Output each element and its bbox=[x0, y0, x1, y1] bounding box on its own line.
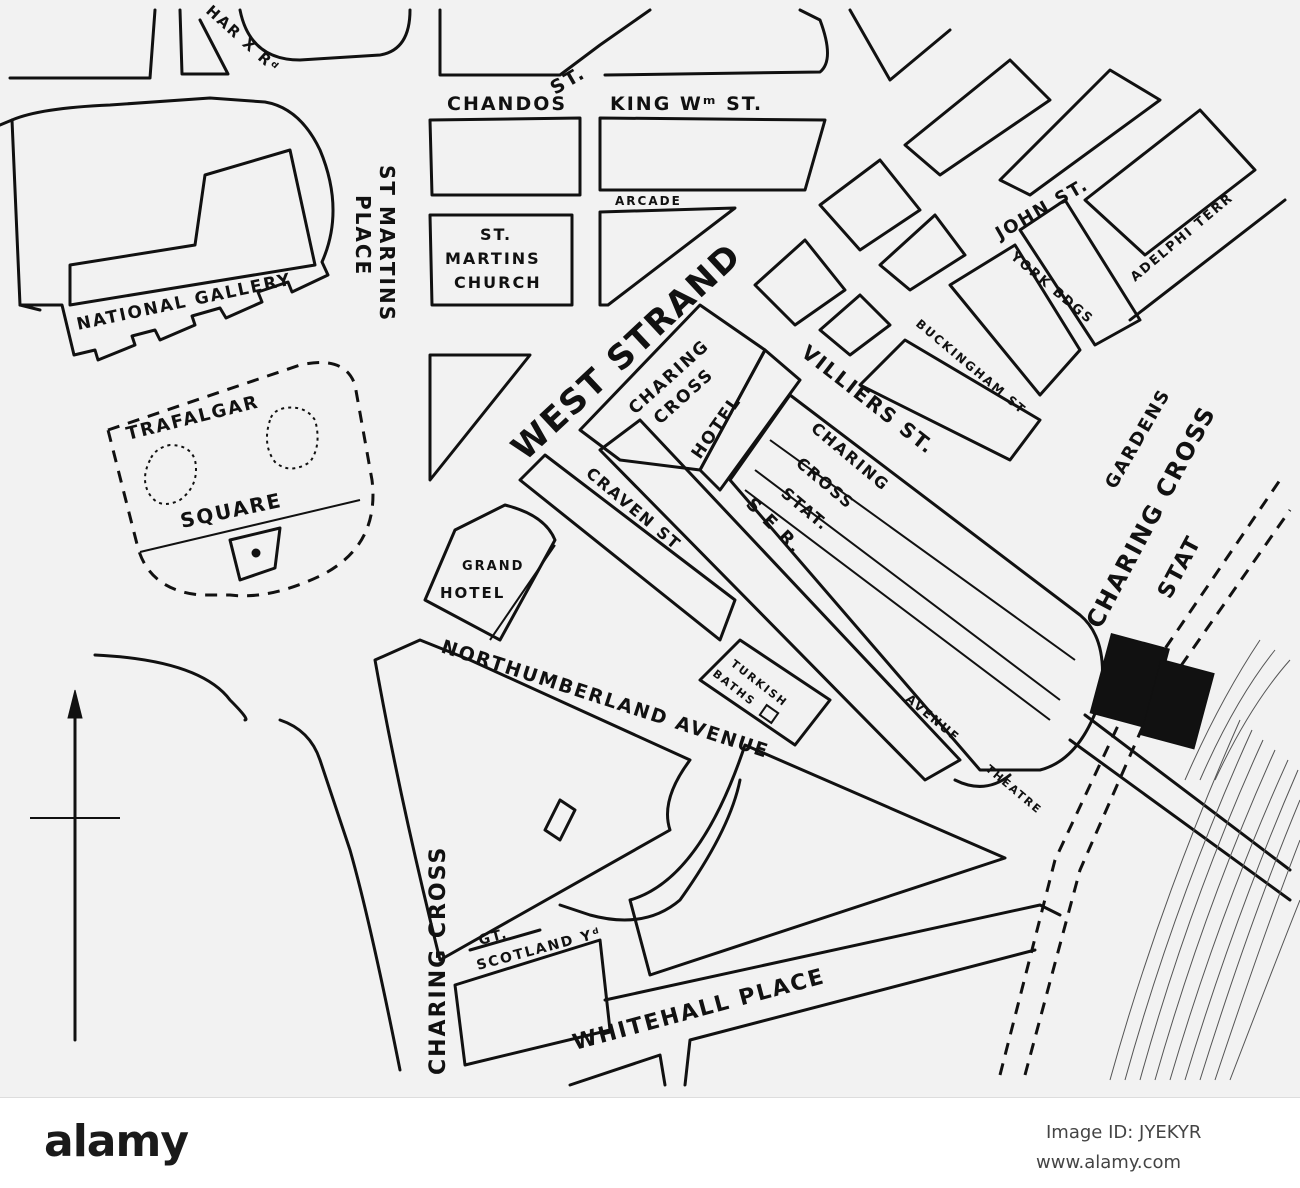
buckingham-block bbox=[948, 243, 1082, 397]
label-grand-hotel-1: GRAND bbox=[462, 559, 524, 574]
hungerford-bridge-north bbox=[1068, 738, 1292, 902]
block-whitehall-east bbox=[628, 743, 1007, 977]
label-grand-hotel-2: HOTEL bbox=[440, 584, 505, 602]
whitehall-place-south-edge bbox=[603, 903, 1062, 1002]
block-charing-x-rd bbox=[178, 8, 230, 76]
hotel-wing bbox=[698, 348, 802, 492]
whitehall-curve-north bbox=[93, 653, 248, 722]
charing-cross-road-west bbox=[278, 718, 402, 1072]
label-st-martins-church-3: CHURCH bbox=[454, 273, 542, 292]
label-northumberland-avenue: NORTHUMBERLAND AVENUE bbox=[438, 636, 772, 763]
label-st-martins-place-2: PLACE bbox=[351, 195, 375, 276]
small-block-1 bbox=[818, 158, 922, 252]
street-map: HAR X Rᵈ CHANDOS ST. KING Wᵐ ST. ARCADE … bbox=[0, 0, 1300, 1097]
label-buckingham-st: BUCKINGHAM ST bbox=[913, 317, 1029, 417]
fountain-west bbox=[144, 443, 197, 505]
york-bdgs-block bbox=[1018, 198, 1142, 347]
label-trafalgar-square-2: SQUARE bbox=[178, 488, 284, 533]
grand-hotel-block bbox=[423, 503, 557, 642]
station-tracks bbox=[744, 439, 1076, 721]
national-gallery-building bbox=[10, 96, 335, 362]
label-st-martins-place-1: ST MARTINS bbox=[375, 165, 399, 322]
label-king-wm-st: KING Wᵐ ST. bbox=[610, 93, 763, 115]
block-far-north bbox=[848, 8, 952, 82]
label-st-martins-church-2: MARTINS bbox=[445, 249, 541, 268]
north-arrow-head bbox=[67, 689, 83, 719]
small-block-2 bbox=[878, 213, 967, 292]
site-url-link[interactable]: www.alamy.com bbox=[1036, 1152, 1182, 1173]
block-ne-1 bbox=[903, 58, 1052, 177]
block-top-mid bbox=[238, 8, 412, 62]
craven-st-block bbox=[518, 453, 737, 642]
craven-st-east-block bbox=[598, 418, 962, 782]
label-avenue-theatre-1: AVENUE bbox=[903, 692, 963, 745]
turkish-baths-block bbox=[698, 638, 832, 747]
hungerford-bridge-south bbox=[1083, 713, 1292, 872]
nelson-column-base bbox=[228, 526, 282, 582]
block-arcade-south bbox=[598, 206, 737, 307]
stock-footer: alamy Image ID: JYEKYR www.alamy.com bbox=[0, 1097, 1300, 1188]
image-id-text: Image ID: JYEKYR bbox=[1046, 1122, 1202, 1143]
railway-viaduct-east bbox=[1023, 509, 1292, 1076]
label-gt-scotland-yd-1: GT. bbox=[477, 926, 510, 949]
adelphi-terrace-line bbox=[1128, 198, 1287, 322]
railway-viaduct-west bbox=[998, 479, 1282, 1076]
label-trafalgar-square-1: TRAFALGAR bbox=[124, 392, 261, 445]
label-york-bdgs: YORK BDGS bbox=[1007, 249, 1097, 328]
label-arcade: ARCADE bbox=[615, 194, 682, 208]
trafalgar-square-terrace bbox=[139, 499, 361, 553]
whitehall-place-north-edge bbox=[568, 948, 1037, 1087]
nelson-column bbox=[251, 548, 261, 558]
scotland-yard-building bbox=[543, 798, 577, 842]
label-charing-x-rd: HAR X Rᵈ bbox=[202, 2, 283, 77]
small-block-4 bbox=[818, 293, 892, 357]
label-st-martins-church-1: ST. bbox=[480, 225, 512, 244]
whitehall-inner-curve bbox=[558, 778, 742, 922]
label-charing-cross-hotel-3: HOTEL bbox=[688, 392, 746, 463]
map-drawing: HAR X Rᵈ CHANDOS ST. KING Wᵐ ST. ARCADE … bbox=[0, 2, 1300, 1087]
pier-2 bbox=[1140, 658, 1215, 750]
grand-hotel-divider bbox=[489, 544, 556, 641]
river-thames-hatching bbox=[1109, 639, 1300, 1081]
block-chandos-north bbox=[438, 8, 652, 77]
adelphi-block bbox=[1083, 108, 1257, 257]
block-triangle-west-strand bbox=[428, 353, 532, 482]
gallery-edge bbox=[0, 118, 42, 312]
label-adelphi-terr: ADELPHI TERR bbox=[1128, 190, 1237, 285]
block-south-whitehall-place bbox=[453, 938, 612, 1067]
block-ne-2 bbox=[998, 68, 1162, 197]
label-charing-cross-station-2: STAT bbox=[1153, 532, 1207, 603]
small-block-3 bbox=[753, 238, 847, 327]
block-chandos-south bbox=[428, 116, 582, 197]
st-martins-church-block bbox=[428, 213, 574, 307]
national-gallery-inner bbox=[68, 148, 317, 307]
block-king-wm-south bbox=[598, 116, 827, 192]
block-north-whitehall bbox=[373, 638, 692, 962]
villiers-east-block bbox=[858, 338, 1042, 462]
fountain-east bbox=[265, 406, 319, 470]
turkish-baths-icon bbox=[758, 703, 780, 725]
brand-logo[interactable]: alamy bbox=[44, 1116, 189, 1167]
block-king-wm-north bbox=[603, 8, 829, 77]
label-chandos-st-1: CHANDOS bbox=[447, 93, 567, 115]
scotland-yard-line bbox=[468, 928, 542, 952]
label-charing-cross-road: CHARING CROSS bbox=[426, 846, 451, 1075]
trafalgar-square-outline bbox=[106, 361, 375, 598]
block-top-left bbox=[8, 8, 157, 80]
avenue-theatre bbox=[953, 773, 1012, 788]
